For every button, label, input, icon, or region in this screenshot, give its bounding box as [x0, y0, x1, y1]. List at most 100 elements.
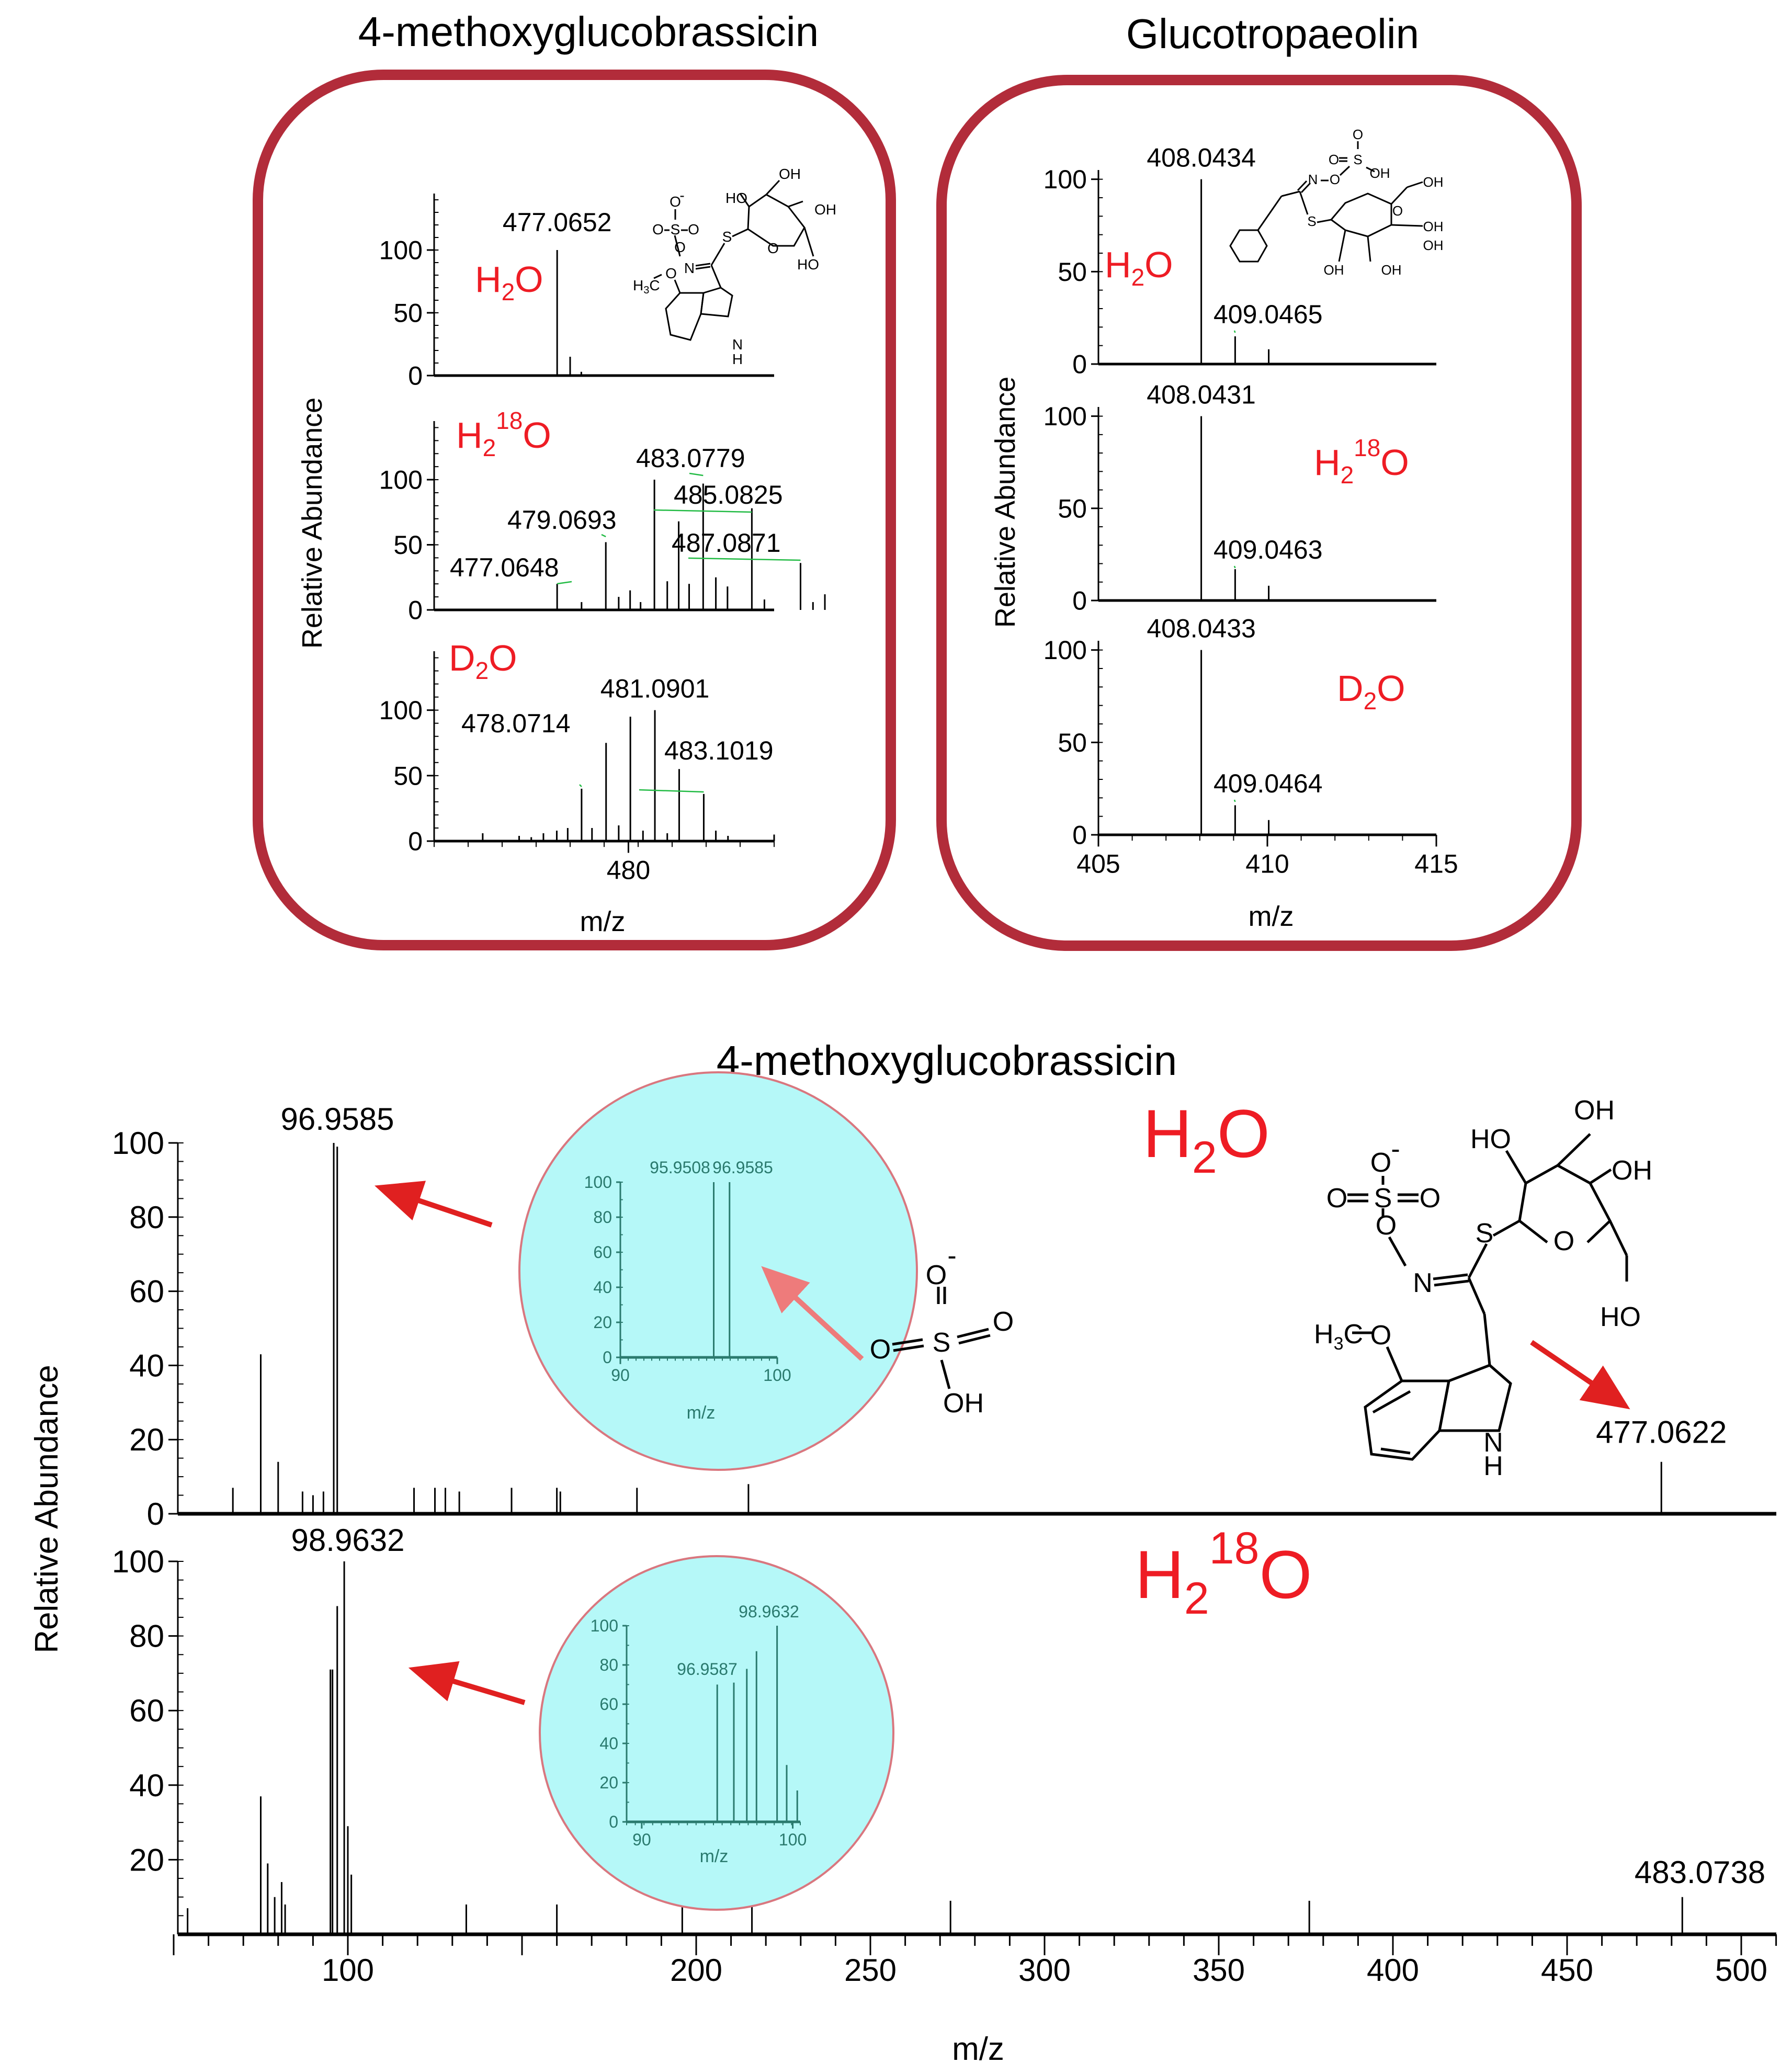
atom-oh-top: OH	[1574, 1095, 1615, 1126]
right-y-axis-label: Relative Abundance	[990, 377, 1021, 628]
gtp-atom-o-left: O	[1329, 152, 1339, 167]
small-atom-ho: HO	[725, 190, 747, 206]
y-tick-label: 20	[129, 1422, 164, 1457]
small-atom-oh-right: OH	[814, 201, 836, 218]
arrow-inset-h2o	[375, 1181, 493, 1228]
peak-label: 487.0871	[672, 528, 781, 558]
y-tick-label: 0	[1072, 350, 1087, 379]
x-tick-label: 500	[1715, 1953, 1767, 1988]
small-atom-s-sulf: S	[671, 221, 680, 237]
peak-label: 485.0825	[674, 480, 783, 509]
structure-4mgb-small	[653, 179, 814, 341]
peak-label: 96.9585	[712, 1158, 773, 1177]
arrow-precursor	[1530, 1340, 1630, 1410]
y-tick-label: 0	[1072, 821, 1087, 850]
y-tick-label: 0	[603, 1348, 612, 1367]
gtp-atom-o-link: O	[1330, 172, 1340, 187]
peak-label: 408.0433	[1147, 614, 1256, 643]
y-tick-label: 0	[408, 596, 423, 625]
y-tick-label: 60	[129, 1693, 164, 1728]
y-tick-label: 0	[1072, 586, 1087, 616]
y-tick-label: 0	[408, 827, 423, 856]
y-tick-label: 40	[129, 1348, 164, 1383]
atom-methoxy-o: O	[1370, 1320, 1391, 1351]
peak-label: 96.9587	[677, 1660, 738, 1679]
peak-label-leader	[689, 472, 704, 477]
y-tick-label: 0	[408, 361, 423, 391]
gtp-atom-oh-d: OH	[1381, 262, 1402, 278]
y-tick-label: 80	[129, 1200, 164, 1235]
atom-s-thio: S	[1476, 1218, 1494, 1249]
bottom-y-axis-label: Relative Abundance	[29, 1365, 65, 1653]
y-tick-label: 40	[599, 1734, 618, 1753]
left-panel-title: 4-methoxyglucobrassicin	[358, 8, 819, 55]
label-gtp-h218o: H218O	[1314, 434, 1409, 489]
y-tick-label: 20	[599, 1773, 618, 1792]
label-msms-h218o: H218O	[1135, 1523, 1312, 1624]
atom-o-left: O	[1326, 1183, 1347, 1214]
atom-o-ring: O	[1553, 1226, 1574, 1256]
gtp-atom-oh-c: OH	[1423, 237, 1444, 253]
small-atom-nh-h: H	[732, 351, 743, 367]
arrow-sulfate	[761, 1266, 864, 1361]
peak-label: 98.9632	[291, 1523, 405, 1558]
arrow-inset-h218o	[408, 1661, 526, 1705]
right-panel-frame	[936, 75, 1582, 951]
y-tick-label: 100	[379, 236, 423, 265]
peak-label: 478.0714	[461, 709, 571, 738]
y-tick-label: 0	[147, 1497, 164, 1532]
small-atom-ho-bottom: HO	[797, 256, 819, 273]
gtp-atom-o-top: O	[1353, 127, 1363, 142]
left-x-axis-label: m/z	[580, 906, 626, 937]
small-atom-s-thio: S	[722, 229, 732, 245]
sulfate-o-right: O	[993, 1307, 1014, 1337]
y-tick-label: 100	[591, 1616, 618, 1635]
y-tick-label: 80	[599, 1656, 618, 1674]
gtp-atom-s-thio: S	[1307, 213, 1316, 229]
y-tick-label: 80	[593, 1208, 612, 1227]
peak-label: 409.0463	[1213, 535, 1323, 564]
peak-label-leader	[1233, 565, 1236, 569]
atom-nh-n: N	[1483, 1427, 1503, 1458]
gtp-atom-s: S	[1353, 152, 1362, 167]
atom-o-right: O	[1420, 1183, 1441, 1214]
y-tick-label: 100	[1044, 165, 1087, 194]
x-tick-label: 415	[1414, 849, 1458, 878]
y-tick-label: 20	[129, 1842, 164, 1877]
small-atom-h3c: H3C	[633, 277, 660, 296]
sulfate-minus: -	[947, 1241, 956, 1271]
peak-label: 479.0693	[507, 505, 617, 535]
peak-label-leader	[639, 789, 704, 793]
peak-label: 483.0779	[636, 444, 745, 473]
y-tick-label: 100	[1044, 402, 1087, 431]
y-tick-label: 100	[1044, 636, 1087, 665]
label-gtp-h2o: H2O	[1105, 244, 1173, 291]
y-tick-label: 50	[1058, 728, 1087, 757]
small-atom-o-ring: O	[767, 240, 779, 256]
peak-label: 477.0648	[450, 553, 559, 582]
atom-ho-bottom: HO	[1600, 1302, 1641, 1332]
x-tick-label: 100	[763, 1366, 791, 1385]
peak-label: 409.0465	[1213, 300, 1323, 329]
x-tick-label: 350	[1193, 1953, 1245, 1988]
y-tick-label: 60	[599, 1695, 618, 1714]
x-tick-label: 90	[611, 1366, 630, 1385]
x-tick-label: 90	[632, 1830, 651, 1849]
peak-label-leader	[688, 557, 801, 561]
atom-nh-h: H	[1483, 1451, 1503, 1481]
peak-label: 481.0901	[600, 674, 710, 704]
peak-label-leader	[1233, 330, 1236, 333]
atom-s-sulfonate: S	[1374, 1183, 1392, 1214]
peak-label: 98.9632	[739, 1602, 799, 1621]
small-atom-o-minus: O	[670, 194, 681, 210]
peak-label-leader	[601, 534, 606, 538]
small-atom-n: N	[684, 260, 695, 276]
peak-label: 477.0652	[503, 208, 612, 237]
left-y-axis-label: Relative Abundance	[297, 398, 328, 649]
bottom-panel-title: 4-methoxyglucobrassicin	[717, 1037, 1177, 1084]
